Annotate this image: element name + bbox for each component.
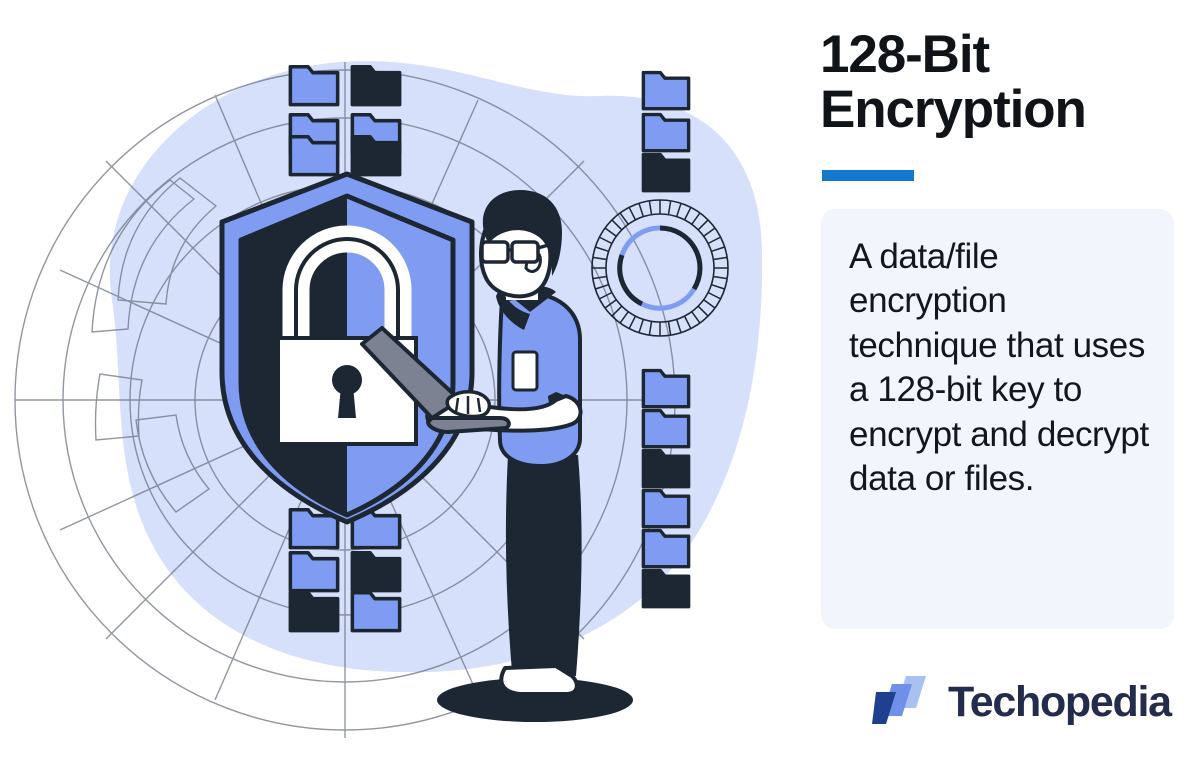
folder-icon [641,70,691,111]
folder-icon [288,590,340,633]
folder-icon [641,528,691,569]
folder-icon [350,64,402,107]
circular-dial [591,199,729,337]
folder-icon [641,488,691,529]
folder-icon [641,448,691,489]
folder-icon [641,368,691,409]
title-accent-bar [822,170,914,181]
folder-icon [350,134,402,177]
techopedia-logo[interactable]: Techopedia [872,671,1172,733]
definition-card: A data/file encryption technique that us… [821,209,1174,629]
folder-column-top-right [641,70,691,193]
folder-icon [641,568,691,609]
folder-icon [288,550,340,593]
folder-icon [641,112,691,153]
folder-icon [350,590,402,633]
folder-icon [350,550,402,593]
illustration [14,61,763,738]
folder-icon [641,152,691,193]
techopedia-mark-icon [872,674,934,731]
person-with-laptop [360,190,583,696]
techopedia-wordmark: Techopedia [948,677,1172,726]
folder-icon [641,408,691,449]
definition-text: A data/file encryption technique that us… [849,237,1149,499]
ground-shadow [437,678,633,722]
folder-icon [288,64,340,107]
folder-icon [288,134,340,177]
page-title: 128-Bit Encryption [820,25,1087,139]
text-panel: 128-Bit Encryption A data/file encryptio… [812,0,1200,760]
